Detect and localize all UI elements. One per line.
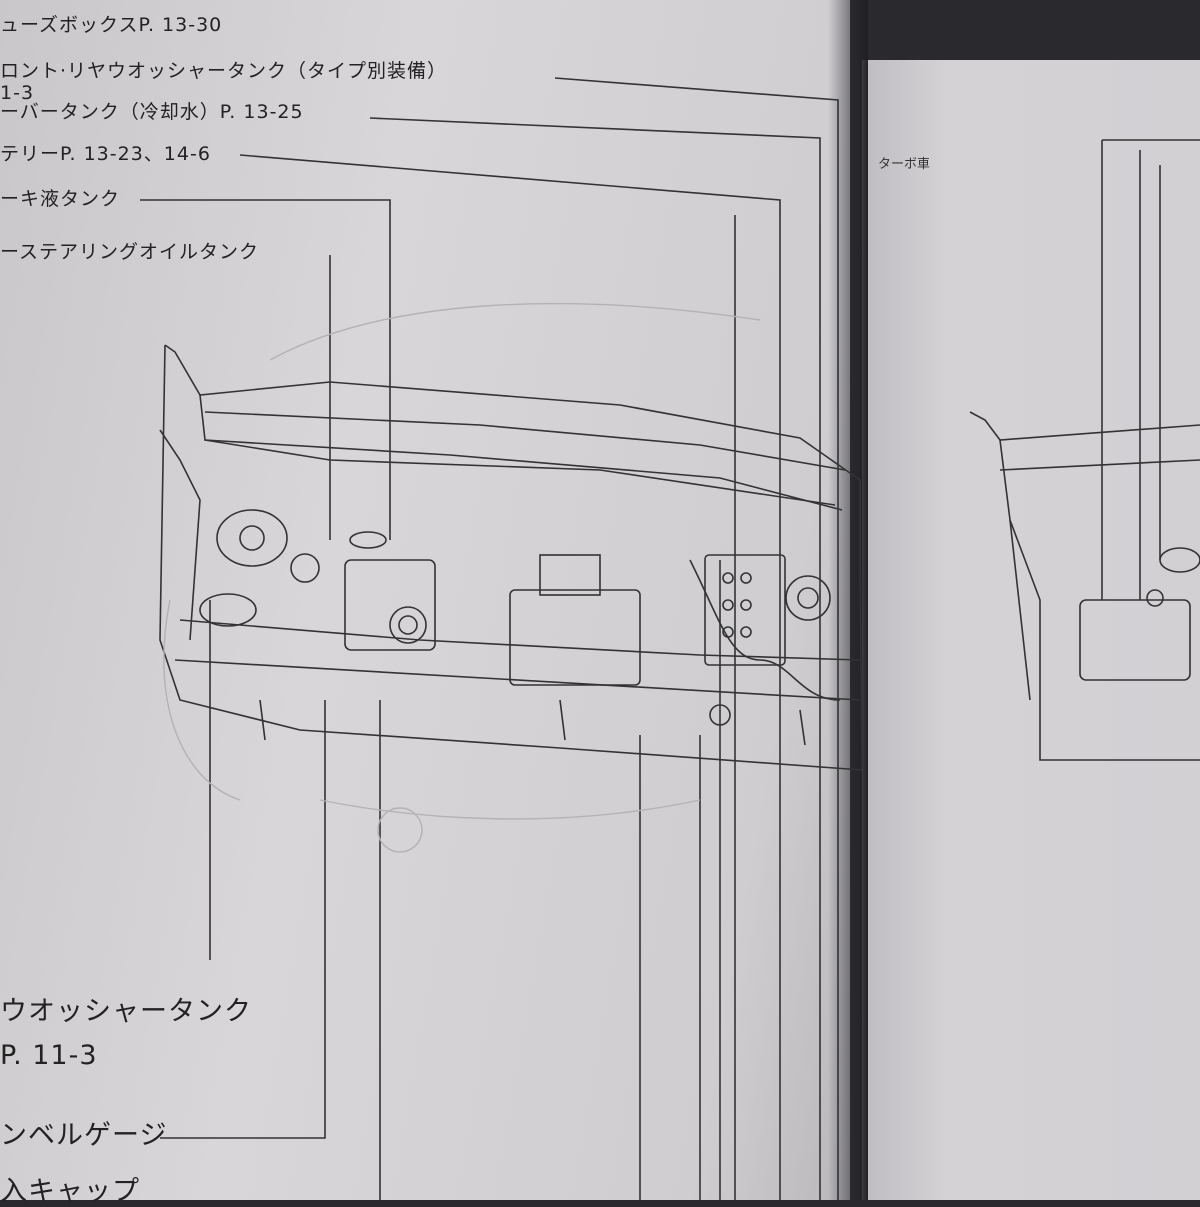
callout-battery: テリーP. 13-23、14-6 [0, 143, 211, 165]
callout-washer-tank-ref: 1-3 [0, 82, 35, 104]
callout-washer-tank-front-rear: ロント·リヤウオッシャータンク（タイプ別装備） [0, 60, 448, 82]
callout-power-steering-oil-tank: ーステアリングオイルタンク [0, 241, 260, 263]
book-gutter [828, 0, 868, 1200]
callout-brake-fluid-tank: ーキ液タンク [0, 188, 121, 210]
turbo-car-header: ターボ車 [878, 157, 931, 172]
callout-washer-tank: ウオッシャータンク [0, 996, 252, 1027]
callout-filler-cap: 入キャップ [0, 1176, 140, 1207]
right-page [862, 60, 1200, 1200]
callout-reserve-tank: ーバータンク（冷却水）P. 13-25 [0, 101, 304, 123]
callout-washer-tank-page: P. 11-3 [0, 1040, 98, 1071]
callout-fuse-box: ューズボックスP. 13-30 [0, 14, 223, 36]
callout-level-gauge: ンベルゲージ [0, 1120, 168, 1151]
